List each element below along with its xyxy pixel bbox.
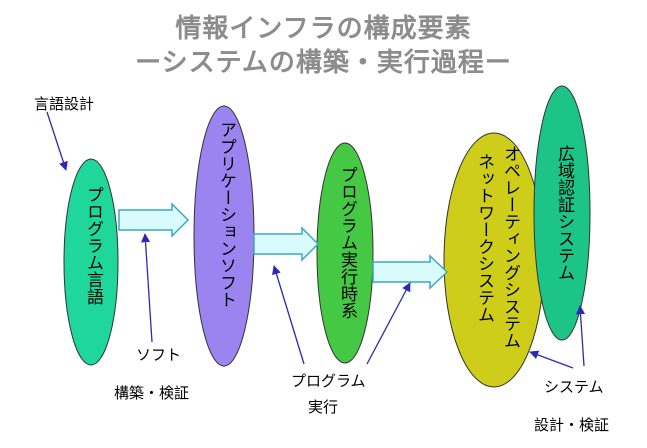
exec-ellipse bbox=[316, 142, 374, 364]
design-verify-label: 設計・検証 bbox=[534, 416, 610, 434]
os-label-2: ネットワークシステム bbox=[474, 153, 494, 323]
execute-label: 実行 bbox=[308, 398, 339, 416]
auth-label: 広域認証システム bbox=[554, 145, 574, 281]
soft-label: ソフト bbox=[136, 346, 182, 364]
lang-label: プログラム言語 bbox=[83, 186, 103, 305]
os-label-1: オペレーティングシステム bbox=[500, 145, 520, 349]
program-label: プログラム bbox=[291, 372, 366, 390]
pointer-soft bbox=[140, 233, 153, 343]
pointer-lang-design bbox=[46, 111, 68, 171]
app-label: アプリケーションソフト bbox=[216, 121, 236, 308]
auth-ellipse bbox=[533, 85, 591, 341]
build-verify-label: 構築・検証 bbox=[114, 384, 190, 402]
lang-ellipse bbox=[63, 158, 119, 366]
pointer-system-2 bbox=[576, 305, 586, 367]
flow-arrow-2 bbox=[253, 226, 320, 262]
title-line-2: ーシステムの構築・実行過程ー bbox=[135, 48, 512, 78]
flow-arrow-3 bbox=[372, 254, 449, 290]
exec-label: プログラム実行時系 bbox=[337, 166, 357, 319]
system-label: システム bbox=[544, 378, 604, 396]
pointer-program-1 bbox=[272, 265, 305, 365]
pointer-system-1 bbox=[529, 350, 574, 369]
lang-design-label: 言語設計 bbox=[34, 95, 95, 113]
pointer-program-2 bbox=[366, 282, 411, 365]
flow-arrow-1 bbox=[118, 202, 190, 238]
title-line-1: 情報インフラの構成要素 bbox=[175, 14, 472, 44]
